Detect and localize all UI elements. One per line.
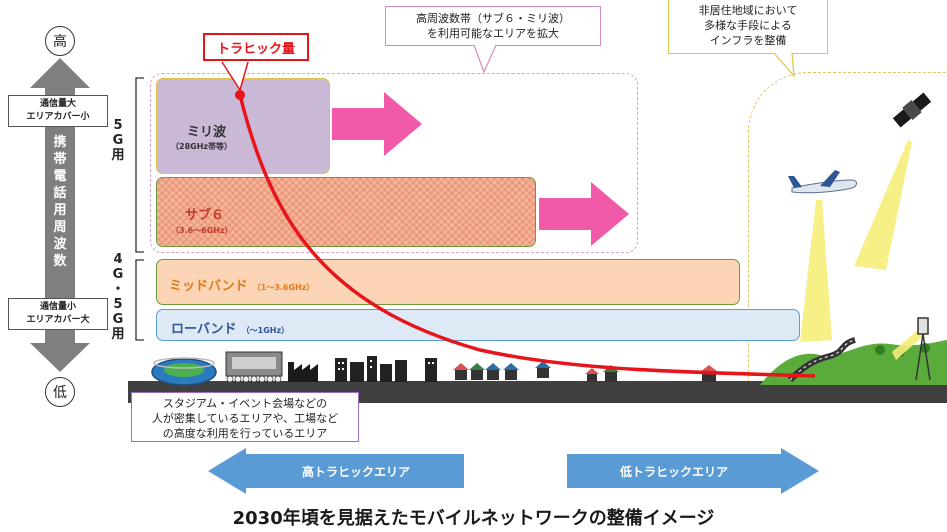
gen-char: 5 — [113, 118, 123, 133]
callout-nonres-line3: インフラを整備 — [709, 34, 787, 47]
callout-stadium-line1: スタジアム・イベント会場などの — [162, 397, 328, 410]
band-low: ローバンド （～1GHz） — [156, 309, 800, 341]
satellite-icon — [892, 92, 932, 128]
satellite-beam — [854, 140, 912, 270]
low-traffic-area-arrow: 低トラヒックエリア — [567, 448, 819, 494]
axis-vchar: 携 — [53, 135, 67, 150]
axis-high-label: 高 — [53, 34, 67, 50]
ground-antenna-icon — [915, 317, 931, 380]
expand-arrow-sub6 — [539, 182, 629, 246]
axis-vchar: 周 — [53, 220, 67, 235]
gen-char: ・ — [111, 282, 125, 297]
axis-high-circle: 高 — [45, 26, 75, 56]
callout-expand-pointer — [473, 44, 497, 74]
band-mmwave-name: ミリ波 — [187, 125, 227, 140]
axis-vchar: 用 — [53, 203, 67, 218]
axis-bottom-box: 通信量小 エリアカバー大 — [8, 298, 108, 330]
callout-nonres-line2: 多様な手段による — [704, 19, 792, 32]
label-5g: 5 G 用 — [108, 118, 128, 163]
gen-char: 用 — [111, 327, 125, 342]
band-low-text: ローバンド （～1GHz） — [171, 318, 289, 337]
axis-low-circle: 低 — [45, 377, 75, 407]
axis-vchar: 数 — [53, 254, 67, 269]
callout-expand-line2: を利用可能なエリアを拡大 — [427, 27, 559, 40]
band-mid-freq: （1～3.6GHz） — [252, 283, 315, 292]
gen-char: 用 — [111, 148, 125, 163]
airplane-beam — [800, 200, 832, 342]
bracket-5g — [135, 77, 144, 253]
axis-arrow-down-head — [30, 343, 90, 372]
axis-top-box: 通信量大 エリアカバー小 — [8, 95, 108, 127]
traffic-label: トラヒック量 — [216, 41, 295, 57]
traffic-curve — [221, 61, 816, 378]
callout-nonres-line1: 非居住地域において — [698, 4, 798, 17]
callout-expand-line1: 高周波数帯（サブ６・ミリ波） — [416, 12, 570, 25]
axis-vchar: 電 — [53, 169, 67, 184]
band-mmwave-freq: （28GHz帯等） — [171, 142, 233, 151]
expand-arrow-mmwave — [332, 92, 422, 156]
band-low-freq: （～1GHz） — [241, 326, 290, 335]
band-mid-text: ミッドバンド （1～3.6GHz） — [169, 275, 314, 294]
high-frequency-expansion-region — [150, 73, 638, 253]
label-4g5g: 4 G ・ 5 G 用 — [108, 252, 128, 342]
axis-top-box-line1: 通信量大 — [39, 99, 76, 109]
axis-top-box-line2: エリアカバー小 — [26, 112, 90, 122]
high-traffic-arrow-shape — [208, 448, 464, 494]
callout-stadium-line3: の高度な利用を行っているエリア — [162, 427, 328, 440]
traffic-line — [238, 94, 816, 378]
callout-stadium-line2: 人が密集しているエリアや、工場など — [151, 412, 339, 425]
gen-char: 4 — [113, 252, 123, 267]
traffic-callout-pointer — [221, 61, 249, 92]
antenna-beam — [892, 328, 926, 360]
band-low-name: ローバンド — [171, 322, 237, 337]
axis-vchar: 帯 — [53, 152, 67, 167]
axis-vchar: 波 — [53, 237, 67, 252]
band-sub6-name: サブ６ — [185, 208, 225, 223]
gen-char: G — [112, 133, 124, 148]
crowd-icon — [226, 375, 282, 383]
gen-char: G — [112, 312, 124, 327]
gen-char: G — [112, 267, 124, 282]
non-terrestrial-illustration — [788, 92, 932, 380]
axis-vertical-label: 携 帯 電 話 用 周 波 数 — [50, 134, 70, 270]
band-sub6-freq: （3.6～6GHz） — [171, 226, 233, 235]
low-traffic-area-label: 低トラヒックエリア — [619, 464, 728, 479]
axis-bottom-box-line1: 通信量小 — [39, 302, 76, 312]
traffic-start-dot — [235, 90, 245, 100]
band-mid: ミッドバンド （1～3.6GHz） — [156, 259, 740, 305]
axis-bottom-box-line2: エリアカバー大 — [26, 315, 90, 325]
high-traffic-area-label: 高トラヒックエリア — [301, 464, 410, 479]
band-sub6: サブ６ （3.6～6GHz） — [156, 177, 536, 247]
callout-stadium-area: スタジアム・イベント会場などの 人が密集しているエリアや、工場など の高度な利用… — [131, 392, 359, 442]
band-mid-name: ミッドバンド — [169, 279, 248, 294]
axis-arrow-up-head — [30, 58, 90, 88]
generation-brackets — [135, 77, 144, 341]
airplane-icon — [788, 170, 857, 194]
axis-low-label: 低 — [53, 385, 67, 401]
gen-char: 5 — [113, 297, 123, 312]
stadium-illustration — [151, 351, 318, 386]
factory-icon — [288, 362, 318, 382]
high-traffic-area-arrow: 高トラヒックエリア — [208, 448, 464, 494]
axis-vchar: 話 — [53, 186, 67, 201]
traffic-label-box: トラヒック量 — [203, 33, 309, 61]
low-traffic-arrow-shape — [567, 448, 819, 494]
diagram-caption: 2030年頃を見据えたモバイルネットワークの整備イメージ — [232, 508, 715, 529]
bracket-4g5g — [135, 259, 144, 341]
callout-expand-area: 高周波数帯（サブ６・ミリ波） を利用可能なエリアを拡大 — [385, 6, 601, 46]
callout-nonres-pointer — [773, 52, 795, 78]
callout-non-residential: 非居住地域において 多様な手段による インフラを整備 — [668, 0, 828, 54]
